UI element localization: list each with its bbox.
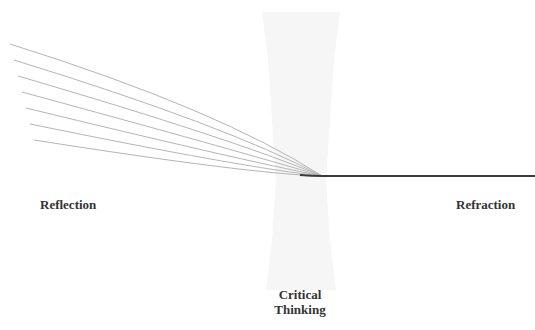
ray	[18, 76, 322, 176]
reflection-rays	[10, 44, 322, 176]
ray	[30, 124, 322, 176]
center-caption-label: Critical Thinking	[260, 288, 340, 318]
ray	[22, 92, 322, 176]
side-label: Reflection	[40, 198, 96, 213]
label-slot: Critical Thinking	[260, 288, 340, 318]
side-label: Refraction	[456, 198, 515, 213]
label-slot: Reflection	[40, 198, 96, 213]
ray	[34, 140, 322, 176]
ray	[26, 108, 322, 176]
ray	[14, 60, 322, 176]
ray	[10, 44, 322, 176]
pale-vase-band	[262, 12, 340, 290]
label-slot: Refraction	[456, 198, 515, 213]
refraction-beam	[300, 175, 535, 176]
